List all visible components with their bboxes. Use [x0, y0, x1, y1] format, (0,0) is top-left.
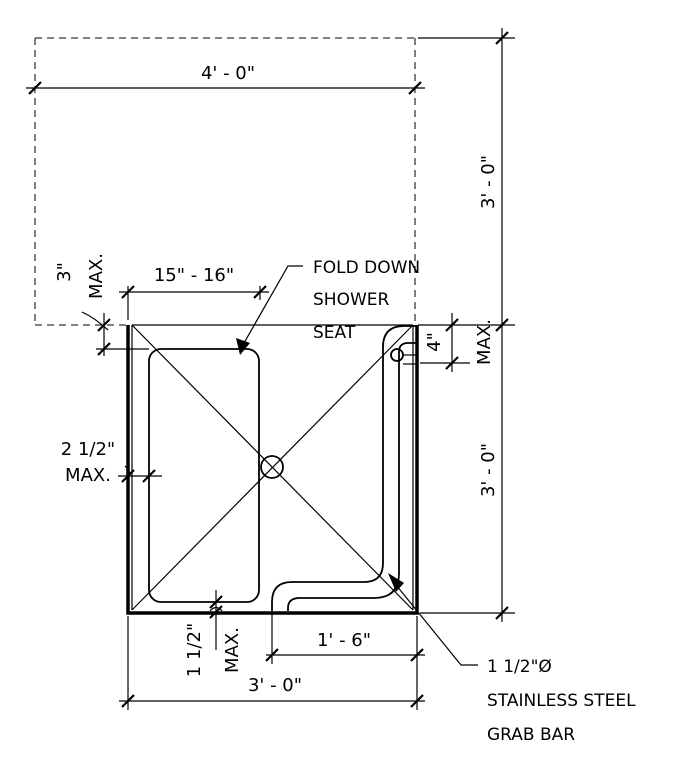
seat-leader	[236, 265, 303, 355]
clear-floor-space	[34, 37, 416, 326]
dimension-seat-side-gap	[118, 465, 162, 483]
label-grab-bar-length: 1' - 6"	[317, 630, 371, 651]
label-shower-width: 3' - 0"	[248, 675, 302, 696]
dimension-seat-width	[119, 285, 269, 320]
grab-bar	[271, 325, 417, 611]
floor-drain	[260, 455, 284, 479]
note-seat-line-1: FOLD DOWN	[313, 258, 420, 278]
note-grab-bar-line-1: 1 1/2"Ø	[487, 657, 552, 677]
grab-bar-leader	[388, 573, 478, 666]
dimension-shower-width	[119, 616, 425, 710]
dimension-right-vertical	[418, 28, 515, 622]
label-seat-setback-max: MAX.	[86, 253, 107, 299]
label-shower-depth: 3' - 0"	[478, 443, 499, 497]
label-clear-floor-width: 4' - 0"	[201, 63, 255, 84]
label-grab-bar-offset: 4"	[424, 332, 445, 352]
dimension-grab-bar-length	[265, 614, 425, 664]
dimension-seat-front-gap	[209, 590, 223, 650]
label-clear-floor-depth: 3' - 0"	[478, 155, 499, 209]
label-seat-front-gap-max: MAX.	[222, 627, 243, 673]
note-grab-bar-line-2: STAINLESS STEEL	[487, 691, 636, 711]
dimension-grab-bar-offset	[420, 313, 470, 372]
label-seat-width: 15" - 16"	[154, 265, 234, 286]
floor-slope-lines	[131, 324, 414, 611]
note-grab-bar-line-3: GRAB BAR	[487, 725, 575, 745]
label-seat-side-gap: 2 1/2"	[61, 439, 115, 460]
dimension-clear-floor-width	[26, 81, 425, 95]
label-seat-setback: 3"	[54, 262, 75, 282]
note-seat-line-2: SHOWER	[313, 290, 390, 310]
label-seat-front-gap: 1 1/2"	[184, 623, 205, 677]
note-seat-line-3: SEAT	[313, 323, 356, 343]
fold-down-seat	[148, 348, 260, 603]
label-grab-bar-offset-max: MAX.	[474, 319, 495, 365]
label-seat-side-gap-max: MAX.	[65, 465, 111, 486]
dimension-seat-setback	[81, 311, 149, 356]
